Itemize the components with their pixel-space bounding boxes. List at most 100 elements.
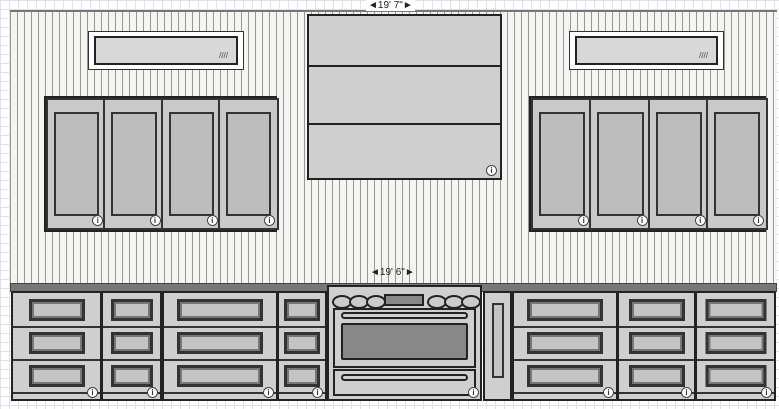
base-cabinet[interactable]: i bbox=[162, 291, 278, 401]
info-icon[interactable]: i bbox=[486, 165, 497, 176]
base-cabinet[interactable]: i bbox=[101, 291, 162, 401]
burner-knob[interactable] bbox=[366, 295, 386, 309]
info-icon[interactable]: i bbox=[263, 387, 274, 398]
cabinet-door[interactable]: i bbox=[647, 98, 710, 230]
drawer-pull[interactable] bbox=[110, 364, 153, 387]
drawer[interactable] bbox=[13, 359, 100, 394]
range-hood[interactable]: i bbox=[307, 14, 502, 180]
base-cabinet[interactable]: i bbox=[277, 291, 327, 401]
info-icon[interactable]: i bbox=[603, 387, 614, 398]
drawer[interactable] bbox=[514, 326, 616, 361]
drawer[interactable] bbox=[13, 293, 100, 328]
drawer[interactable] bbox=[619, 359, 694, 394]
drawer[interactable] bbox=[279, 293, 325, 328]
drawer[interactable] bbox=[103, 326, 160, 361]
cabinet-door[interactable]: i bbox=[103, 98, 165, 230]
cabinet-door[interactable]: i bbox=[46, 98, 108, 230]
drawer-pull[interactable] bbox=[628, 298, 685, 321]
drawer-pull[interactable] bbox=[177, 331, 263, 354]
base-cabinet[interactable]: i bbox=[695, 291, 776, 401]
info-icon[interactable]: i bbox=[87, 387, 98, 398]
info-icon[interactable]: i bbox=[149, 215, 161, 226]
drawer-handle[interactable] bbox=[341, 374, 468, 381]
cabinet-door[interactable]: i bbox=[589, 98, 652, 230]
drawer-pull[interactable] bbox=[705, 364, 766, 387]
drawer-pull[interactable] bbox=[110, 331, 153, 354]
range-oven[interactable]: i bbox=[327, 285, 482, 401]
glass-panel bbox=[655, 112, 702, 216]
info-icon[interactable]: i bbox=[92, 215, 104, 226]
drawer[interactable] bbox=[697, 293, 774, 328]
drawer[interactable] bbox=[103, 293, 160, 328]
glass-hatch-icon: //// bbox=[219, 51, 228, 60]
drawer-pull[interactable] bbox=[527, 331, 603, 354]
window-left[interactable]: //// bbox=[88, 31, 244, 70]
oven-door[interactable] bbox=[333, 308, 476, 368]
drawer-pull[interactable] bbox=[28, 331, 85, 354]
control-panel bbox=[384, 294, 424, 306]
drawer[interactable] bbox=[619, 326, 694, 361]
drawer[interactable] bbox=[619, 293, 694, 328]
info-icon[interactable]: i bbox=[761, 387, 772, 398]
info-icon[interactable]: i bbox=[753, 215, 764, 226]
drawer[interactable] bbox=[103, 359, 160, 394]
cabinet-door[interactable]: i bbox=[705, 98, 768, 230]
drawer[interactable] bbox=[13, 326, 100, 361]
drawer-pull[interactable] bbox=[705, 331, 766, 354]
info-icon[interactable]: i bbox=[578, 215, 590, 226]
drawer[interactable] bbox=[164, 293, 276, 328]
drawer[interactable] bbox=[514, 293, 616, 328]
hood-section bbox=[309, 16, 500, 67]
info-icon[interactable]: i bbox=[206, 215, 218, 226]
pullout-cabinet[interactable] bbox=[483, 291, 512, 401]
drawer-pull[interactable] bbox=[28, 364, 85, 387]
drawer-pull[interactable] bbox=[284, 298, 320, 321]
drawer-pull[interactable] bbox=[284, 364, 320, 387]
drawer-pull[interactable] bbox=[284, 331, 320, 354]
drawer[interactable] bbox=[697, 326, 774, 361]
drawer-pull[interactable] bbox=[527, 364, 603, 387]
glass-panel bbox=[54, 112, 100, 216]
base-width-label: 19' 6" bbox=[379, 267, 405, 278]
base-width-dimension: ◄19' 6"► bbox=[370, 267, 415, 278]
base-cabinet[interactable]: i bbox=[617, 291, 696, 401]
cabinet-door[interactable]: i bbox=[160, 98, 222, 230]
drawer[interactable] bbox=[164, 359, 276, 394]
info-icon[interactable]: i bbox=[468, 387, 479, 398]
drawer[interactable] bbox=[697, 359, 774, 394]
drawer[interactable] bbox=[279, 359, 325, 394]
drawer[interactable] bbox=[514, 359, 616, 394]
base-cabinet[interactable]: i bbox=[11, 291, 102, 401]
drawer[interactable] bbox=[279, 326, 325, 361]
info-icon[interactable]: i bbox=[694, 215, 706, 226]
drawer-pull[interactable] bbox=[28, 298, 85, 321]
oven-drawer[interactable] bbox=[333, 369, 476, 396]
pullout-handle[interactable] bbox=[492, 303, 504, 378]
info-icon[interactable]: i bbox=[681, 387, 692, 398]
base-cabinet[interactable]: i bbox=[512, 291, 618, 401]
window-right[interactable]: //// bbox=[569, 31, 724, 70]
info-icon[interactable]: i bbox=[636, 215, 648, 226]
drawer-pull[interactable] bbox=[705, 298, 766, 321]
info-icon[interactable]: i bbox=[147, 387, 158, 398]
drawer-pull[interactable] bbox=[177, 298, 263, 321]
info-icon[interactable]: i bbox=[312, 387, 323, 398]
oven-window bbox=[341, 323, 468, 360]
drawer-pull[interactable] bbox=[628, 331, 685, 354]
burner-knob[interactable] bbox=[461, 295, 481, 309]
drawer-pull[interactable] bbox=[628, 364, 685, 387]
cabinet-door[interactable]: i bbox=[531, 98, 594, 230]
drawer-pull[interactable] bbox=[110, 298, 153, 321]
hood-section bbox=[309, 65, 500, 125]
cabinet-door[interactable]: i bbox=[217, 98, 279, 230]
glass-panel bbox=[225, 112, 271, 216]
info-icon[interactable]: i bbox=[264, 215, 275, 226]
oven-handle[interactable] bbox=[341, 312, 468, 319]
drawer-pull[interactable] bbox=[527, 298, 603, 321]
wall-width-dimension: ◄19' 7"► bbox=[366, 0, 415, 11]
glass-panel bbox=[713, 112, 760, 216]
drawer[interactable] bbox=[164, 326, 276, 361]
drawer-pull[interactable] bbox=[177, 364, 263, 387]
